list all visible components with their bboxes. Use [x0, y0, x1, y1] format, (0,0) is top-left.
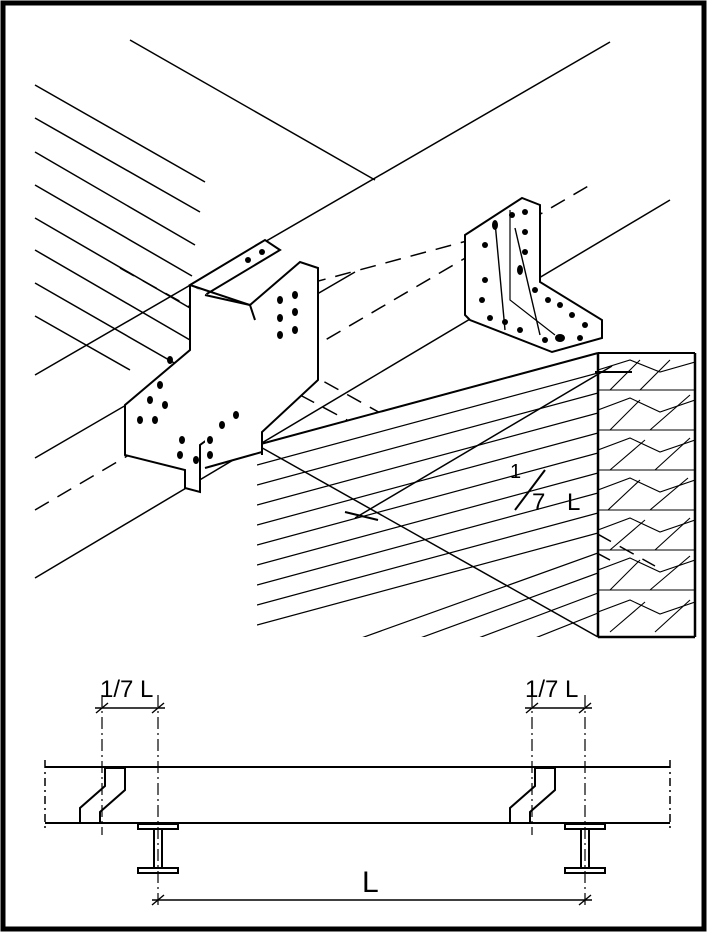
span-label: L — [362, 866, 379, 899]
section-dimension-lines — [95, 702, 592, 906]
fraction-denominator: 7 — [532, 489, 545, 516]
left-offset-label: 1/7 L — [100, 676, 153, 703]
joist-hanger — [124, 238, 319, 494]
section-view — [44, 695, 671, 906]
angle-bracket — [464, 196, 603, 354]
hanger-nail-holes — [137, 249, 298, 464]
right-offset-label: 1/7 L — [525, 676, 578, 703]
fraction-unit: L — [567, 489, 580, 516]
right-hanger-profile — [509, 767, 556, 824]
centre-lines — [101, 695, 586, 905]
iso-fraction-label: 1 7 L — [510, 461, 580, 516]
floor-decking — [34, 39, 376, 373]
left-hanger-profile — [79, 767, 126, 824]
isometric-view — [34, 39, 697, 639]
glulam-joist — [256, 352, 697, 639]
bracket-nail-holes — [479, 209, 588, 343]
iso-dimension-line — [344, 365, 632, 521]
fraction-numerator: 1 — [510, 461, 521, 483]
